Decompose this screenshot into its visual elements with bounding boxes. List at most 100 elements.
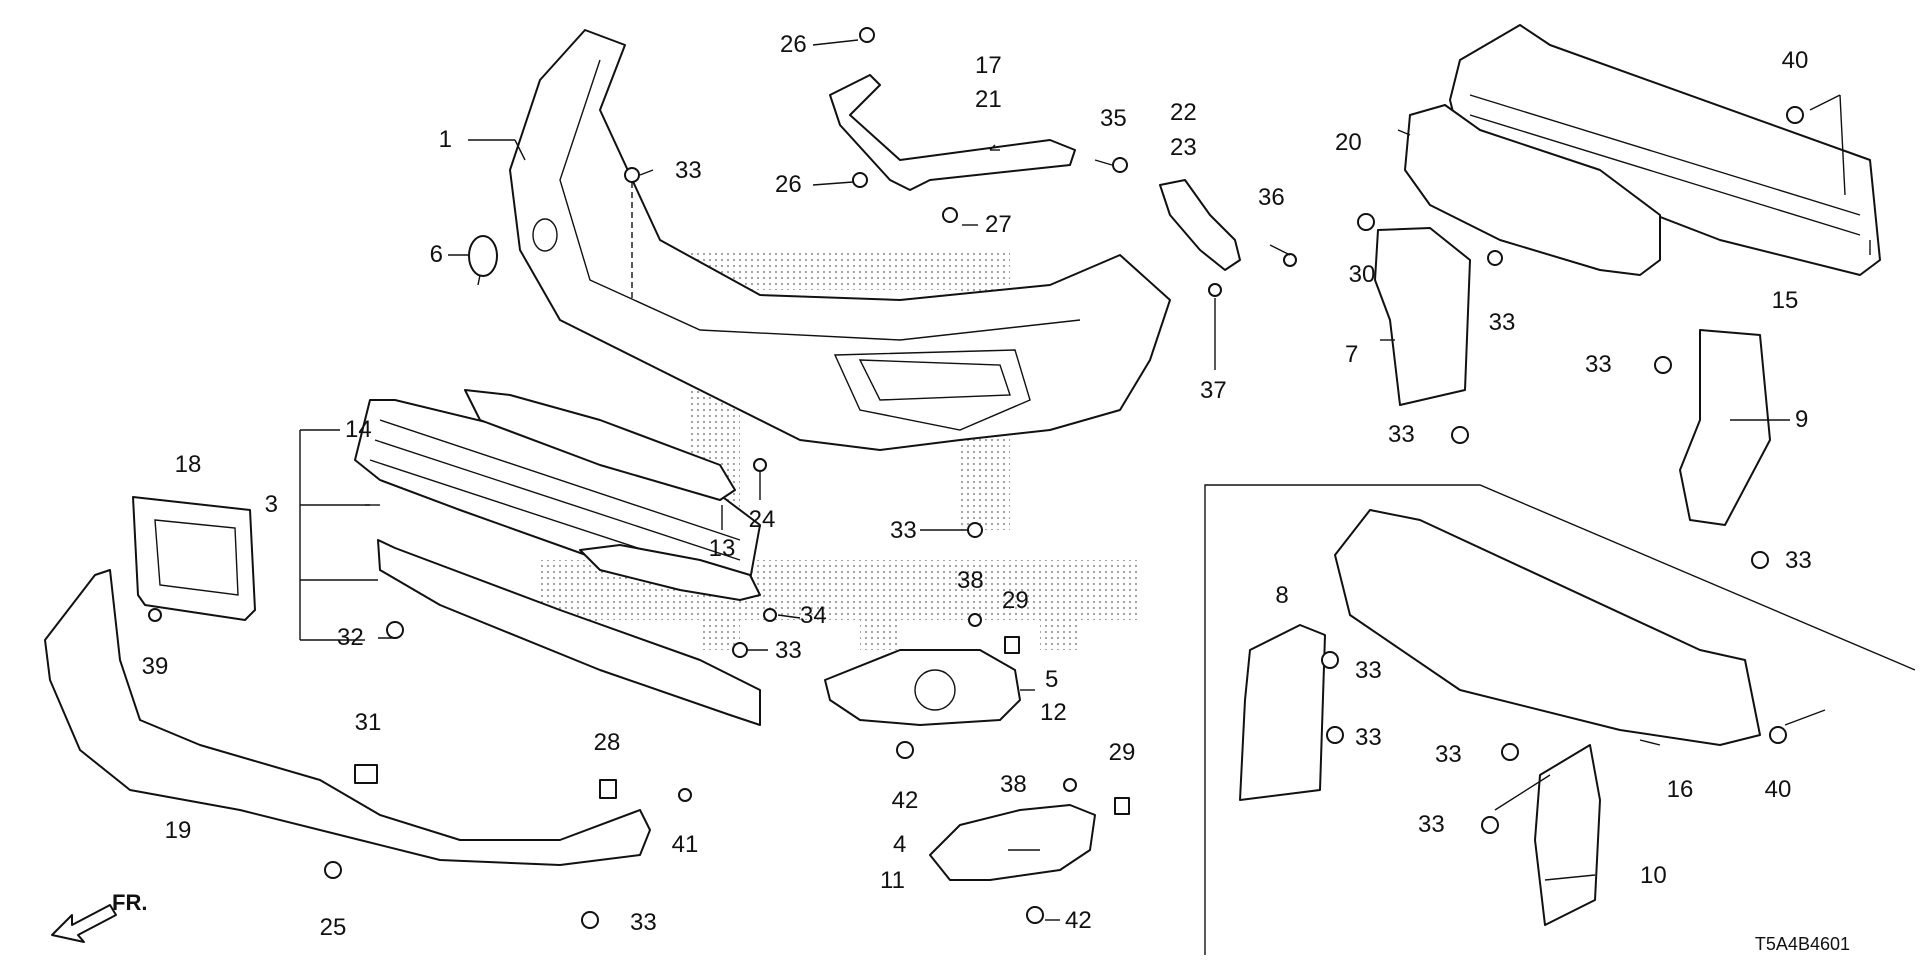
clip-28 xyxy=(599,779,617,799)
callout-30: 30 xyxy=(1349,261,1376,288)
callout-18: 18 xyxy=(175,451,202,478)
callout-7: 7 xyxy=(1345,341,1358,368)
clip-29b xyxy=(1114,797,1130,815)
clip-33i xyxy=(1321,651,1339,669)
bracket-left-part[interactable] xyxy=(1374,227,1471,406)
callout-29-b: 29 xyxy=(1109,739,1136,766)
license-bracket-part[interactable] xyxy=(132,496,256,621)
callout-19: 19 xyxy=(165,817,192,844)
bumper-face-part[interactable] xyxy=(509,29,1171,451)
callout-36: 36 xyxy=(1258,184,1285,211)
bracket-right-part[interactable] xyxy=(1679,329,1771,526)
callout-31: 31 xyxy=(355,709,382,736)
fog-garnish-part[interactable] xyxy=(824,649,1021,726)
clip-27 xyxy=(942,207,958,223)
clip-32 xyxy=(386,621,404,639)
fog-grille-part[interactable] xyxy=(929,804,1096,881)
callout-33-k: 33 xyxy=(1435,741,1462,768)
screw-38b xyxy=(1063,778,1077,792)
callout-33-a: 33 xyxy=(675,157,702,184)
clip-33a xyxy=(624,167,640,183)
callout-26-b: 26 xyxy=(775,171,802,198)
absorber-inset-part[interactable] xyxy=(1334,509,1761,746)
callout-5: 5 xyxy=(1045,666,1058,693)
callout-12: 12 xyxy=(1040,699,1067,726)
clip-33l xyxy=(1481,816,1499,834)
cap-part[interactable] xyxy=(468,235,498,286)
callout-26-a: 26 xyxy=(780,31,807,58)
callout-4: 4 xyxy=(893,831,906,858)
clip-33j xyxy=(1326,726,1344,744)
callout-39: 39 xyxy=(142,653,169,680)
callout-33-h: 33 xyxy=(1785,547,1812,574)
callout-17: 17 xyxy=(975,52,1002,79)
callout-40-a: 40 xyxy=(1782,47,1809,74)
callout-33-b: 33 xyxy=(890,517,917,544)
callout-25: 25 xyxy=(320,914,347,941)
callout-14: 14 xyxy=(345,416,372,443)
bracket-8-part[interactable] xyxy=(1239,624,1326,801)
callout-23: 23 xyxy=(1170,134,1197,161)
callout-16: 16 xyxy=(1667,776,1694,803)
callout-29-a: 29 xyxy=(1002,587,1029,614)
absorber-part[interactable] xyxy=(1404,104,1661,276)
callout-21: 21 xyxy=(975,86,1002,113)
under-cover-part[interactable] xyxy=(579,544,761,601)
lower-spoiler-part[interactable] xyxy=(464,389,736,501)
clip-42b xyxy=(1026,906,1044,924)
side-bracket-part[interactable] xyxy=(829,74,1076,191)
callout-33-g: 33 xyxy=(1585,351,1612,378)
screw-30 xyxy=(1357,213,1375,231)
callout-6: 6 xyxy=(430,241,443,268)
callout-33-j: 33 xyxy=(1355,724,1382,751)
callout-24: 24 xyxy=(749,506,776,533)
screw-39 xyxy=(148,608,162,622)
callout-3: 3 xyxy=(265,491,278,518)
direction-label: FR. xyxy=(112,890,147,915)
lip-spoiler-part[interactable] xyxy=(44,569,651,866)
clip-29a xyxy=(1004,636,1020,654)
callout-33-i: 33 xyxy=(1355,657,1382,684)
clip-33k xyxy=(1501,743,1519,761)
clip-33d xyxy=(581,911,599,929)
bracket-10-part[interactable] xyxy=(1534,744,1601,926)
callout-32: 32 xyxy=(337,624,364,651)
screw-36 xyxy=(1283,253,1297,267)
screw-24 xyxy=(753,458,767,472)
callout-42-b: 42 xyxy=(1065,907,1092,934)
callout-34: 34 xyxy=(800,602,827,629)
callout-41: 41 xyxy=(672,831,699,858)
callout-20: 20 xyxy=(1335,129,1362,156)
leader-lines xyxy=(299,39,1871,921)
callout-15: 15 xyxy=(1772,287,1799,314)
callout-9: 9 xyxy=(1795,406,1808,433)
clip-33g xyxy=(1654,356,1672,374)
clip-42a xyxy=(896,741,914,759)
callout-38-b: 38 xyxy=(1000,771,1027,798)
callout-33-f: 33 xyxy=(1388,421,1415,448)
lower-trim-part[interactable] xyxy=(377,539,761,726)
screw-37 xyxy=(1208,283,1222,297)
callout-27: 27 xyxy=(985,211,1012,238)
spacer-part[interactable] xyxy=(1159,179,1241,271)
clip-25 xyxy=(324,861,342,879)
callout-42-a: 42 xyxy=(892,787,919,814)
callout-35: 35 xyxy=(1100,105,1127,132)
callout-33-d: 33 xyxy=(630,909,657,936)
callout-11: 11 xyxy=(880,867,905,894)
screw-38a xyxy=(968,613,982,627)
clip-33e xyxy=(1487,250,1503,266)
clip-33c xyxy=(732,642,748,658)
clip-26a xyxy=(859,27,875,43)
clip-33b xyxy=(967,522,983,538)
callout-labels: 1 6 33 26 26 17 21 27 35 22 23 36 37 14 … xyxy=(142,31,1812,941)
front-arrow-icon xyxy=(51,904,117,943)
clip-33f xyxy=(1451,426,1469,444)
bolt-40b xyxy=(1769,726,1787,744)
callout-1: 1 xyxy=(439,126,452,153)
clip-31 xyxy=(354,764,378,784)
callout-33-e: 33 xyxy=(1489,309,1516,336)
callout-22: 22 xyxy=(1170,99,1197,126)
fasteners xyxy=(148,27,1804,929)
